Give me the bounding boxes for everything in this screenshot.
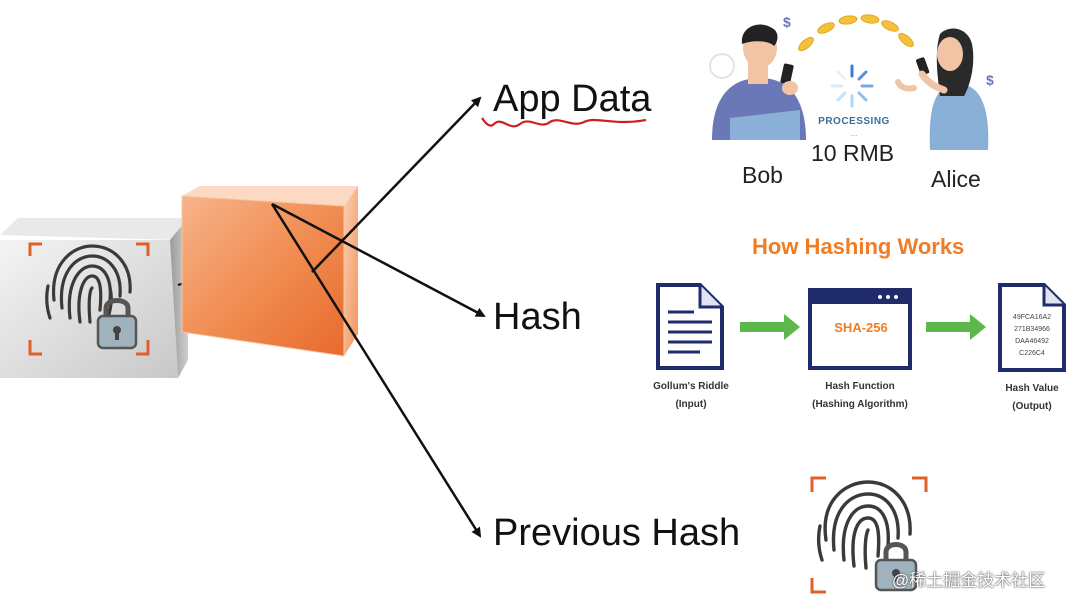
arrow-right-icon <box>740 314 800 340</box>
padlock-icon <box>874 542 918 592</box>
sender-name: Bob <box>742 162 783 188</box>
transaction-amount: 10 RMB <box>811 140 895 166</box>
dollar-sign-right: $ <box>986 72 994 88</box>
document-icon <box>656 283 724 370</box>
function-caption: Hash Function (Hashing Algorithm) <box>812 381 908 410</box>
transaction-scene: ... <box>709 14 989 150</box>
padlock-icon <box>96 298 138 350</box>
orange-block <box>181 186 358 357</box>
fingerprint-badge <box>810 476 928 594</box>
scan-bracket-icon <box>810 476 928 594</box>
label-hash: Hash <box>493 296 582 338</box>
arrow-right-icon <box>926 314 986 340</box>
input-caption: Gollum's Riddle (Input) <box>653 381 729 410</box>
hashing-title: How Hashing Works <box>752 234 965 259</box>
fingerprint-icon <box>816 480 912 570</box>
gear-icon <box>709 53 735 79</box>
output-caption: Hash Value (Output) <box>1005 383 1059 412</box>
coin-icon <box>798 14 914 52</box>
arrow-to-previous-hash <box>270 203 482 538</box>
hash-function-label: SHA-256 <box>834 320 888 335</box>
svg-text:...: ... <box>851 129 858 138</box>
label-app-data: App Data <box>493 78 652 120</box>
label-previous-hash: Previous Hash <box>493 512 741 554</box>
arrow-to-app-data <box>311 96 482 273</box>
underline-squiggle <box>481 117 647 128</box>
browser-window-icon <box>808 288 912 370</box>
processing-status: PROCESSING <box>818 116 890 127</box>
grey-block <box>0 218 188 378</box>
watermark: @稀土掘金技术社区 <box>892 571 1046 590</box>
dollar-sign-left: $ <box>783 14 791 30</box>
arrow-to-hash <box>271 202 486 318</box>
bob-figure <box>712 24 806 140</box>
arrows <box>270 96 486 538</box>
hashing-flow <box>656 283 1066 372</box>
receiver-name: Alice <box>931 166 981 192</box>
scan-bracket-icon <box>28 242 150 356</box>
alice-figure <box>895 28 989 150</box>
fingerprint-icon <box>45 244 132 324</box>
spinner-icon <box>830 64 874 108</box>
output-document-icon <box>998 283 1066 372</box>
hash-output-lines: 49FCA16A2 271B34966 DAA46492 C226C4 <box>1012 314 1052 357</box>
